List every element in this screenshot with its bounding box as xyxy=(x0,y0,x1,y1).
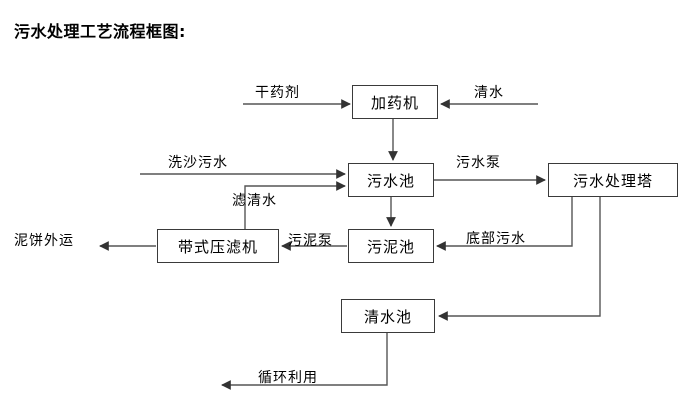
node-belt-filter-press[interactable]: 带式压滤机 xyxy=(157,229,279,263)
node-label: 加药机 xyxy=(370,93,419,112)
edge-label-sewage-pump: 污水泵 xyxy=(456,155,501,171)
page-title: 污水处理工艺流程框图: xyxy=(14,22,186,41)
edge-label-filtered-clear-water: 滤清水 xyxy=(232,193,277,209)
node-treatment-tower[interactable]: 污水处理塔 xyxy=(548,163,678,197)
edge-label-sludge-pump: 污泥泵 xyxy=(288,233,333,249)
edge-label-bottom-sewage: 底部污水 xyxy=(466,231,526,247)
edge-label-clean-water-in: 清水 xyxy=(474,85,504,101)
edge-label-recycle-use: 循环利用 xyxy=(258,370,318,386)
node-label: 清水池 xyxy=(363,307,412,326)
edge-label-sand-wash-sewage: 洗沙污水 xyxy=(168,155,228,171)
node-dosing-machine[interactable]: 加药机 xyxy=(352,85,438,119)
wire-tower-bottom-sewage-to-sludge-pool xyxy=(436,197,573,251)
node-label: 污水池 xyxy=(366,171,415,190)
node-clean-water-pool[interactable]: 清水池 xyxy=(341,299,435,333)
node-label: 带式压滤机 xyxy=(177,237,258,256)
node-sewage-pool[interactable]: 污水池 xyxy=(348,163,434,197)
node-sludge-pool[interactable]: 污泥池 xyxy=(348,229,434,263)
terminal-label-mud-cake-out: 泥饼外运 xyxy=(14,233,74,249)
node-label: 污泥池 xyxy=(366,237,415,256)
wire-tower-to-clean-water-pool xyxy=(438,197,601,321)
edge-label-dry-chemical: 干药剂 xyxy=(255,85,300,101)
wire-filtered-water-to-sewage-pool xyxy=(244,181,346,229)
wire-clean-water-pool-recycle xyxy=(221,333,388,390)
node-label: 污水处理塔 xyxy=(572,171,653,190)
